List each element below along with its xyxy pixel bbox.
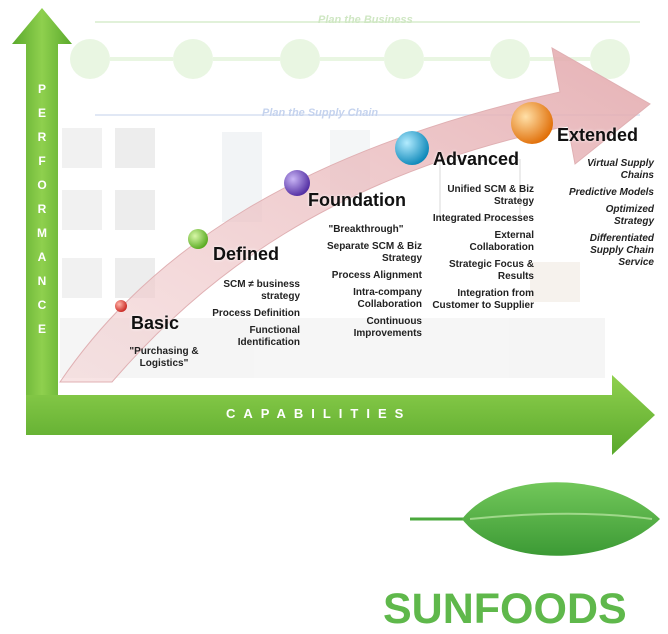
stage-point: Process Alignment: [331, 270, 422, 281]
stage-defined-title: Defined: [213, 244, 280, 264]
stage-point: Virtual Supply Chains: [587, 158, 654, 181]
axis-letter: R: [37, 130, 47, 144]
extended-sphere: [511, 102, 553, 144]
stage-advanced-points: Unified SCM & Biz Strategy Integrated Pr…: [432, 184, 534, 317]
axis-letter: A: [37, 250, 47, 264]
stage-point: Unified SCM & Biz Strategy: [447, 184, 534, 207]
stage-foundation-title: Foundation: [308, 190, 406, 210]
capabilities-axis-label: CAPABILITIES: [226, 406, 412, 421]
performance-axis: [12, 8, 72, 405]
axis-letter: O: [37, 178, 47, 192]
plan-supply-chain-label: Plan the Supply Chain: [262, 107, 379, 119]
stage-extended-points: Virtual Supply Chains Predictive Models …: [568, 158, 654, 274]
defined-sphere: [188, 229, 208, 249]
stage-extended-title: Extended: [557, 125, 639, 145]
stage-basic-title: Basic: [131, 313, 180, 333]
stage-advanced-title: Advanced: [433, 149, 520, 169]
stage-point: Integration from Customer to Supplier: [432, 288, 534, 311]
stage-foundation-points: "Breakthrough" Separate SCM & Biz Strate…: [310, 224, 422, 345]
stage-point: Optimized Strategy: [605, 204, 654, 227]
axis-letter: C: [37, 298, 47, 312]
foundation-sphere: [284, 170, 310, 196]
axis-letter: M: [37, 226, 47, 240]
leaf-icon: [410, 482, 660, 556]
basic-sphere: [115, 300, 127, 312]
stage-point: Process Definition: [212, 308, 300, 319]
stage-point: "Breakthrough": [328, 224, 404, 235]
stage-point: External Collaboration: [469, 230, 534, 253]
axis-letter: E: [37, 322, 46, 336]
stage-defined-points: SCM ≠ business strategy Process Definiti…: [205, 279, 300, 354]
axis-letter: R: [37, 202, 47, 216]
stage-point: Intra-company Collaboration: [353, 287, 422, 310]
capabilities-axis: [26, 375, 655, 455]
axis-letter: F: [38, 154, 46, 168]
brand-name: SUNFOODS: [383, 585, 627, 633]
stage-point: Strategic Focus & Results: [448, 259, 534, 282]
stage-basic-points: "Purchasing & Logistics": [124, 346, 204, 375]
axis-letter: N: [37, 274, 47, 288]
stage-point: Predictive Models: [568, 187, 654, 198]
advanced-sphere: [395, 131, 429, 165]
stage-point: Continuous Improvements: [353, 316, 422, 339]
growth-arrow: [59, 47, 651, 383]
stage-point: Functional Identification: [237, 325, 300, 348]
stage-point: SCM ≠ business strategy: [223, 279, 300, 302]
plan-business-label: Plan the Business: [318, 14, 413, 26]
stage-point: "Purchasing & Logistics": [129, 346, 199, 369]
axis-letter: P: [37, 82, 46, 96]
axis-letter: E: [37, 106, 46, 120]
stage-point: Differentiated Supply Chain Service: [589, 233, 654, 268]
stage-point: Integrated Processes: [432, 213, 534, 224]
stage-point: Separate SCM & Biz Strategy: [326, 241, 422, 264]
